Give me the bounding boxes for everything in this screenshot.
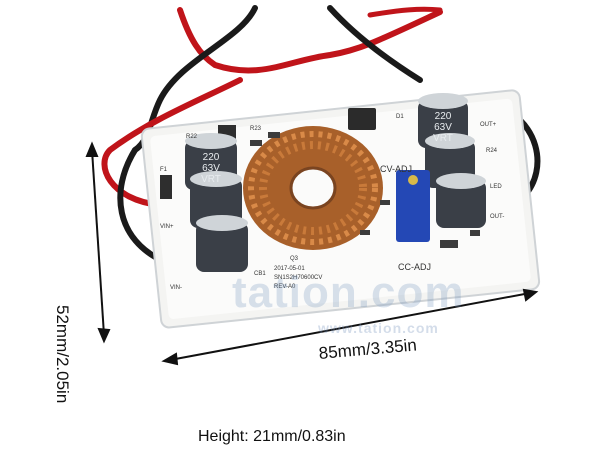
capacitor (196, 215, 248, 272)
red-wire-top (177, 7, 443, 74)
width-arrow-head-right (522, 288, 539, 302)
thickness-label: Height: 21mm/0.83in (198, 428, 346, 445)
label-r23: R23 (250, 126, 262, 132)
watermark-small: www.tation.com (318, 320, 439, 336)
cap-text: 220 (435, 111, 452, 122)
cap-text: VRT (201, 174, 221, 185)
red-wire-top-right (367, 6, 443, 18)
height-arrow-line (91, 149, 105, 336)
black-wire-top2 (327, 5, 423, 83)
label-out-minus: OUT- (490, 214, 504, 220)
width-arrow-head-left (161, 352, 179, 366)
cap-text: 63V (434, 122, 452, 133)
capacitor-markings: 220 63V VRT 220 63V VRT (201, 111, 453, 185)
label-vin-minus: VIN- (170, 285, 182, 291)
pot-screw (408, 175, 418, 185)
label-r24: R24 (486, 148, 498, 154)
board-date: 2017-05-01 (274, 266, 305, 272)
label-out-plus: OUT+ (480, 122, 497, 128)
board-rev: REV-A0 (274, 284, 296, 290)
label-r22: R22 (186, 134, 198, 140)
silkscreen: CV-ADJ CC-ADJ VIN+ VIN- OUT+ OUT- F1 R22… (160, 114, 504, 291)
label-cc-adj: CC-ADJ (398, 262, 431, 272)
cap-text: 220 (203, 152, 220, 163)
label-cb1: CB1 (254, 271, 266, 277)
potentiometer (396, 170, 430, 242)
capacitors-right (418, 93, 486, 228)
label-f1: F1 (160, 167, 168, 173)
height-dimension-label: 52mm/2.05in (53, 305, 72, 404)
height-arrow-head-top (85, 141, 99, 157)
cap-text: VRT (433, 133, 453, 144)
ic-chip (348, 108, 376, 130)
label-cv-adj: CV-ADJ (380, 164, 412, 174)
capacitors-left (185, 133, 248, 272)
label-q3: Q3 (290, 256, 299, 262)
width-arrow-line (169, 292, 531, 361)
smd-components (250, 132, 480, 248)
fuse-component (160, 175, 172, 199)
board-serial: SN1S2H70600CV (274, 275, 322, 281)
dimension-arrows (85, 141, 539, 366)
toroid-inductor (243, 126, 383, 250)
label-led: LED (490, 184, 502, 190)
black-wire-left (117, 147, 168, 265)
label-d1: D1 (396, 114, 404, 120)
capacitor (436, 173, 486, 228)
watermark: tation.com (232, 268, 465, 317)
height-arrow-head-bottom (97, 327, 111, 344)
cap-text: 63V (202, 163, 220, 174)
label-vin-plus: VIN+ (160, 224, 174, 230)
